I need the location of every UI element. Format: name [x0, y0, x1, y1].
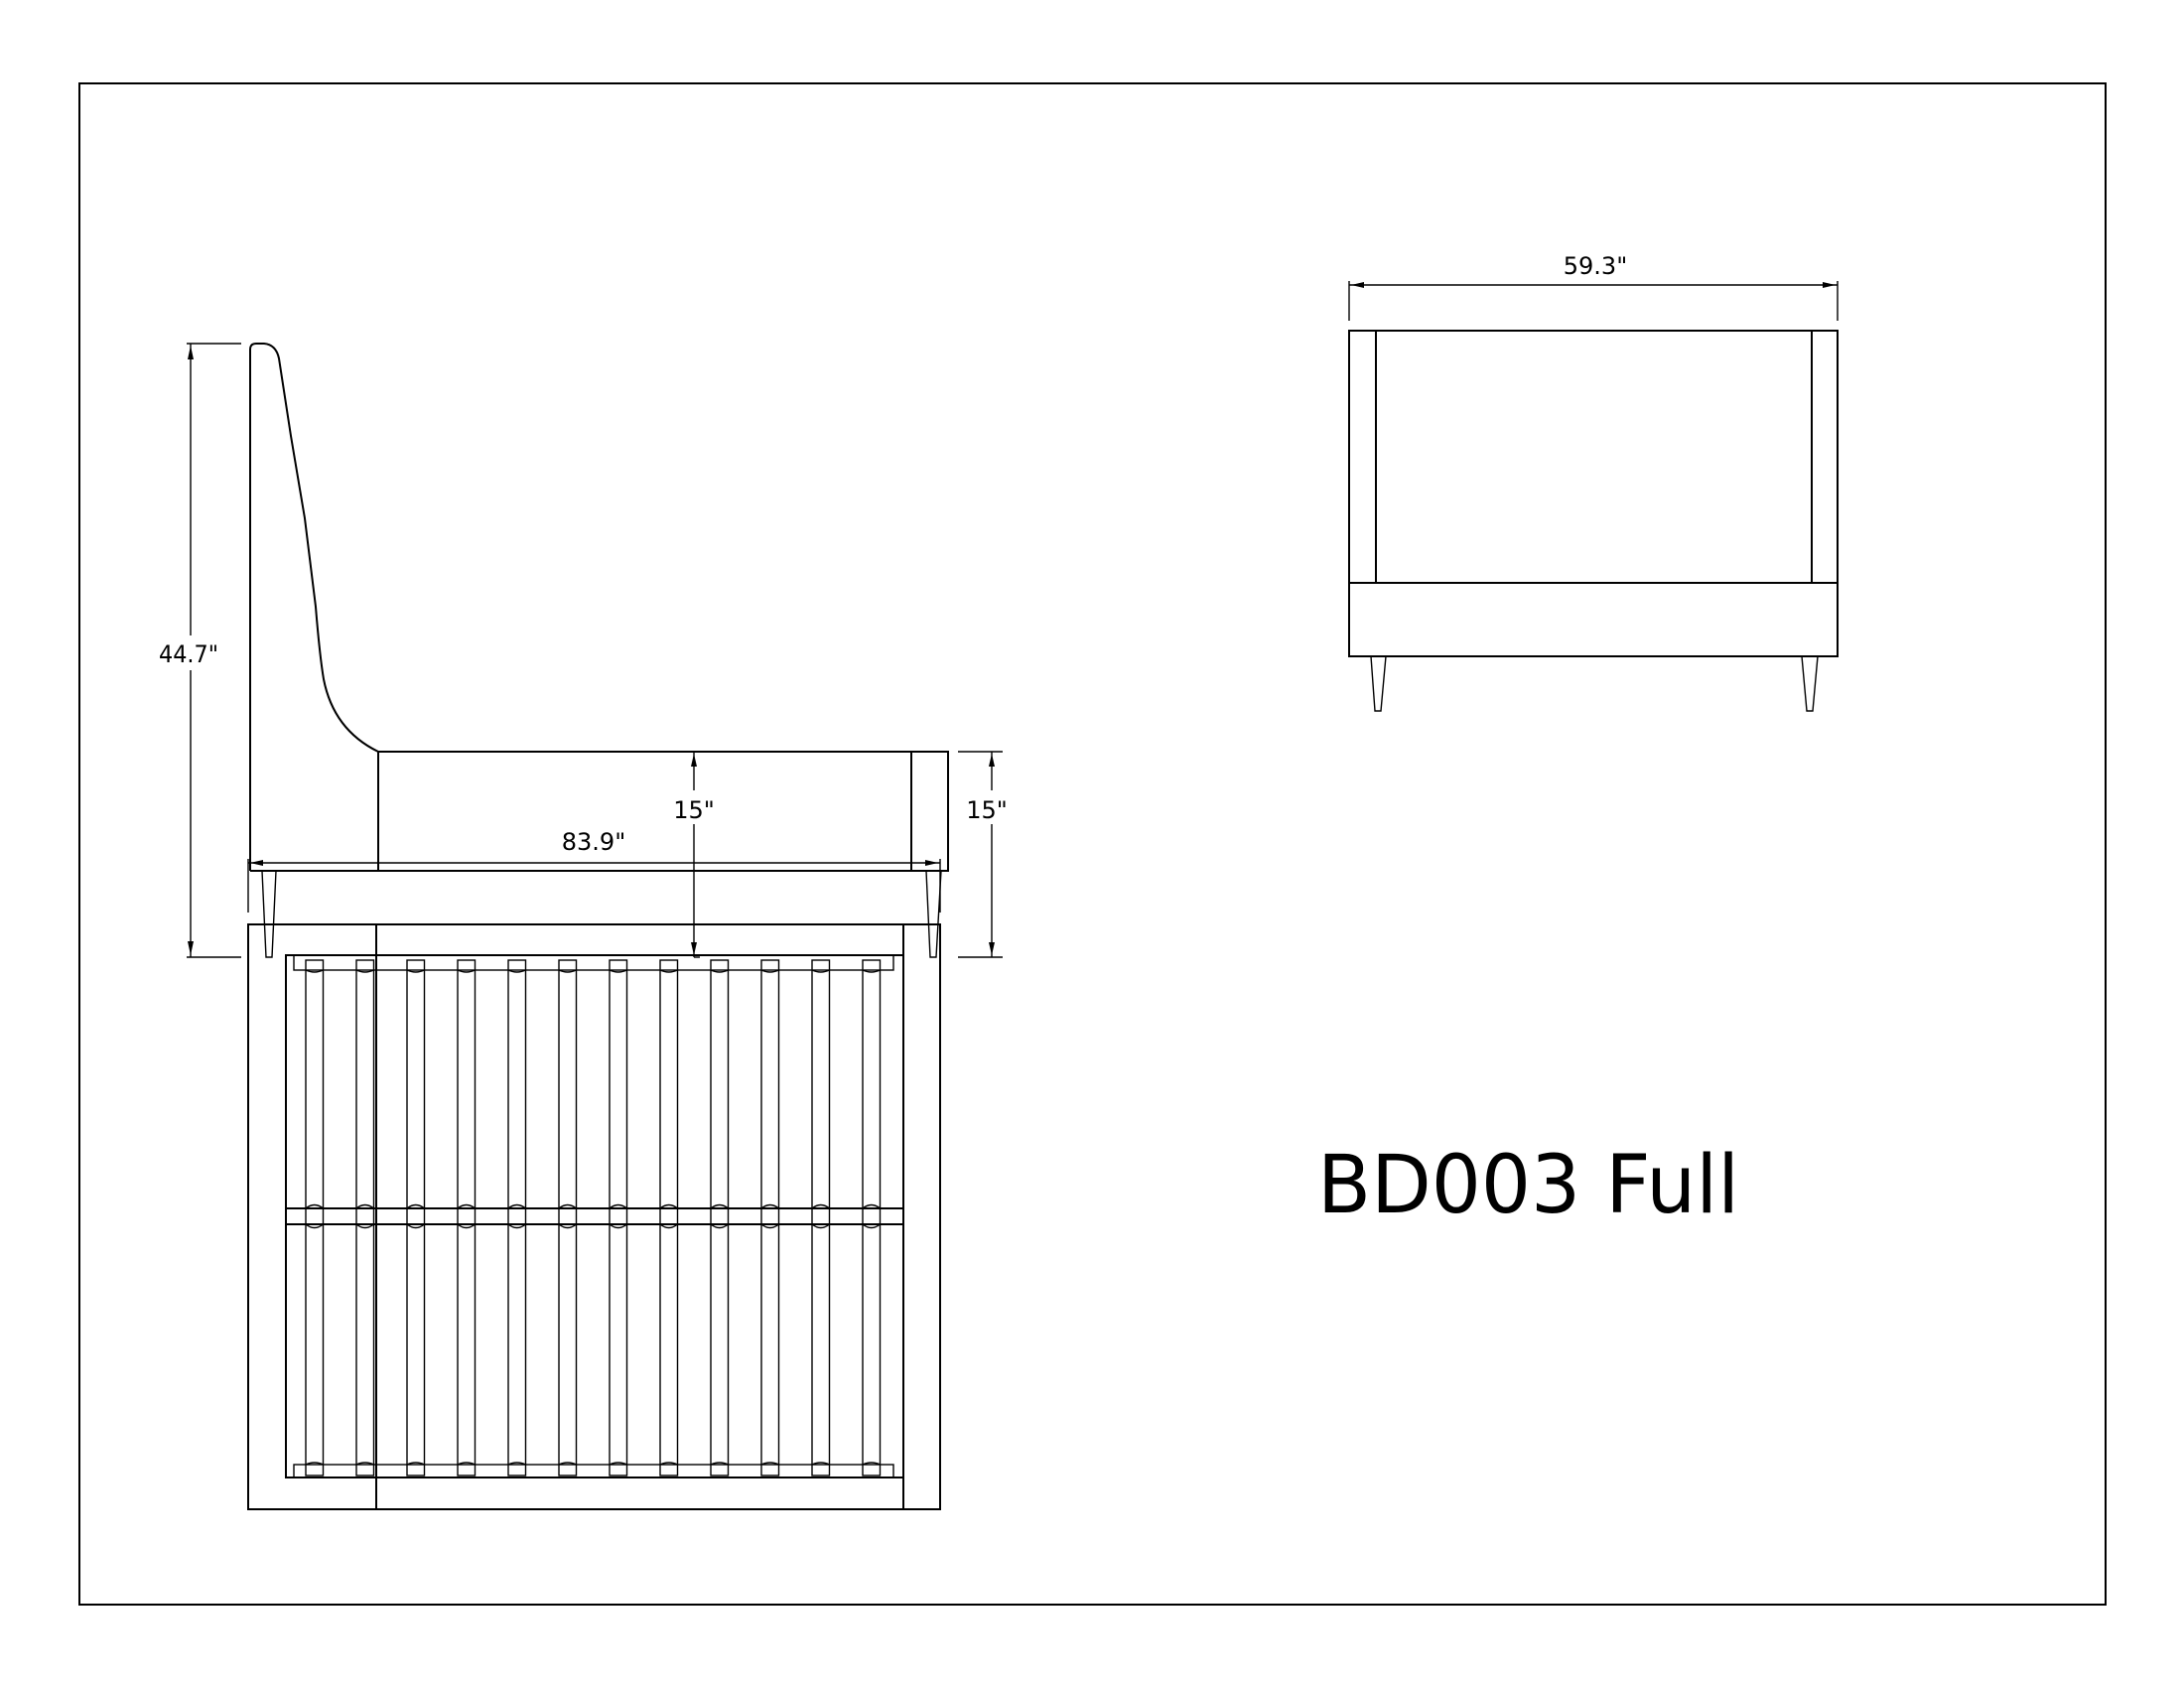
slat-end-clip [507, 1462, 526, 1466]
arrow-right-icon [925, 860, 938, 866]
leg-right [925, 870, 942, 958]
slat-end-clip [457, 969, 476, 973]
slat-clip [355, 1203, 374, 1209]
slat-clip [558, 1223, 577, 1229]
side-view: 44.7" 15" 15" [159, 343, 1008, 958]
model-title: BD003 Full [1317, 1139, 1739, 1232]
frame-outline [247, 923, 941, 1510]
slat-clip [811, 1203, 830, 1209]
arrow-up-icon [989, 754, 995, 767]
arrow-down-icon [188, 941, 194, 955]
slat-bay [285, 954, 904, 1478]
slat-end-clip [507, 969, 526, 973]
slat-clip [305, 1223, 324, 1229]
slat-end-clip [862, 969, 881, 973]
slat-end-clip [609, 969, 627, 973]
slat [355, 959, 375, 1477]
slat-clip [659, 1203, 678, 1209]
arrow-left-icon [250, 860, 263, 866]
slat-end-clip [305, 1462, 324, 1466]
dim-rail-height-end: 15" [966, 796, 1008, 824]
slat-end-clip [406, 969, 425, 973]
side-rail [377, 751, 949, 872]
slat-clip [457, 1223, 476, 1229]
slat-clip [609, 1223, 627, 1229]
slat-clip [760, 1223, 779, 1229]
slat-end-clip [305, 969, 324, 973]
slat-clip [355, 1223, 374, 1229]
slat-end-clip [355, 969, 374, 973]
slat [609, 959, 628, 1477]
slat-clip [710, 1223, 729, 1229]
headboard-outline [1348, 330, 1839, 657]
slat-end-clip [811, 969, 830, 973]
slat-clip [811, 1223, 830, 1229]
slat-clip [507, 1223, 526, 1229]
slat [305, 959, 325, 1477]
slat-end-clip [457, 1462, 476, 1466]
slat-end-clip [659, 969, 678, 973]
slat [507, 959, 527, 1477]
slat-end-clip [558, 969, 577, 973]
slat-clip [760, 1203, 779, 1209]
slat [811, 959, 831, 1477]
slat-clip [406, 1203, 425, 1209]
leg-left [1370, 655, 1387, 712]
front-view: 59.3" [1348, 252, 1839, 712]
slat-end-clip [811, 1462, 830, 1466]
arrow-up-icon [188, 346, 194, 359]
slat-clip [609, 1203, 627, 1209]
slat-end-clip [760, 969, 779, 973]
dim-overall-height: 44.7" [159, 640, 218, 668]
bottom-slat-bracket [293, 1464, 894, 1478]
slat-clip [457, 1203, 476, 1209]
slat [659, 959, 679, 1477]
slat-clip [305, 1203, 324, 1209]
slat-end-clip [862, 1462, 881, 1466]
slat-end-clip [710, 1462, 729, 1466]
leg-left [261, 870, 277, 958]
slat-end-clip [710, 969, 729, 973]
headboard-profile [249, 343, 379, 871]
sheet-border [78, 82, 2107, 1606]
slat-end-clip [659, 1462, 678, 1466]
slat-end-clip [406, 1462, 425, 1466]
slat-clip [710, 1203, 729, 1209]
arrow-down-icon [989, 942, 995, 955]
slat [406, 959, 426, 1477]
leg-right [1801, 655, 1819, 712]
slat [760, 959, 780, 1477]
slat-clip [862, 1203, 881, 1209]
arrow-down-icon [691, 942, 697, 955]
slat-clip [659, 1223, 678, 1229]
slat-clip [406, 1223, 425, 1229]
top-slat-bracket [293, 954, 894, 971]
slat-end-clip [609, 1462, 627, 1466]
slat-clip [507, 1203, 526, 1209]
top-view: 83.9" [247, 828, 941, 1510]
slat [710, 959, 730, 1477]
slat-clip [558, 1203, 577, 1209]
slat [558, 959, 578, 1477]
dim-rail-height-center: 15" [673, 796, 715, 824]
dim-width: 59.3" [1564, 252, 1627, 280]
arrow-left-icon [1351, 282, 1364, 288]
slat-end-clip [355, 1462, 374, 1466]
dim-length: 83.9" [562, 828, 625, 856]
slats [305, 959, 882, 1477]
arrow-up-icon [691, 754, 697, 767]
slat-end-clip [760, 1462, 779, 1466]
arrow-right-icon [1823, 282, 1836, 288]
slat [862, 959, 882, 1477]
slat-end-clip [558, 1462, 577, 1466]
slat-clip [862, 1223, 881, 1229]
slat [457, 959, 477, 1477]
